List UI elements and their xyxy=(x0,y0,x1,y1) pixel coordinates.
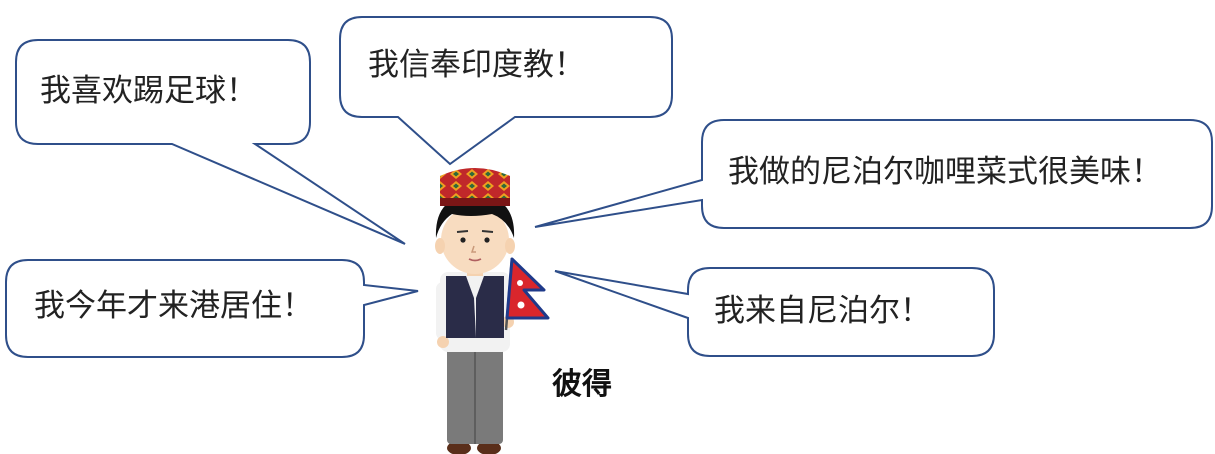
nepal-flag-icon xyxy=(505,257,550,320)
character-name: 彼得 xyxy=(552,367,612,402)
bubble-text-football: 我喜欢踢足球！ xyxy=(40,73,257,109)
dhaka-topi-hat xyxy=(440,168,510,206)
speech-bubble-religion xyxy=(339,16,673,166)
character-illustration xyxy=(435,168,550,454)
right-shoe xyxy=(477,441,501,454)
bubble-text-curry: 我做的尼泊尔咖哩菜式很美味！ xyxy=(728,154,1162,190)
left-shoe xyxy=(447,441,471,454)
bubble-text-religion: 我信奉印度教！ xyxy=(368,47,585,83)
bubble-text-origin: 我来自尼泊尔！ xyxy=(714,293,931,329)
bubble-text-moved: 我今年才来港居住！ xyxy=(34,288,313,324)
speech-bubble-curry xyxy=(534,119,1213,229)
speech-bubble-origin xyxy=(554,267,995,357)
speech-bubble-moved xyxy=(5,259,419,358)
vest xyxy=(446,276,476,338)
speech-bubble-football xyxy=(15,39,406,245)
face xyxy=(441,206,509,274)
